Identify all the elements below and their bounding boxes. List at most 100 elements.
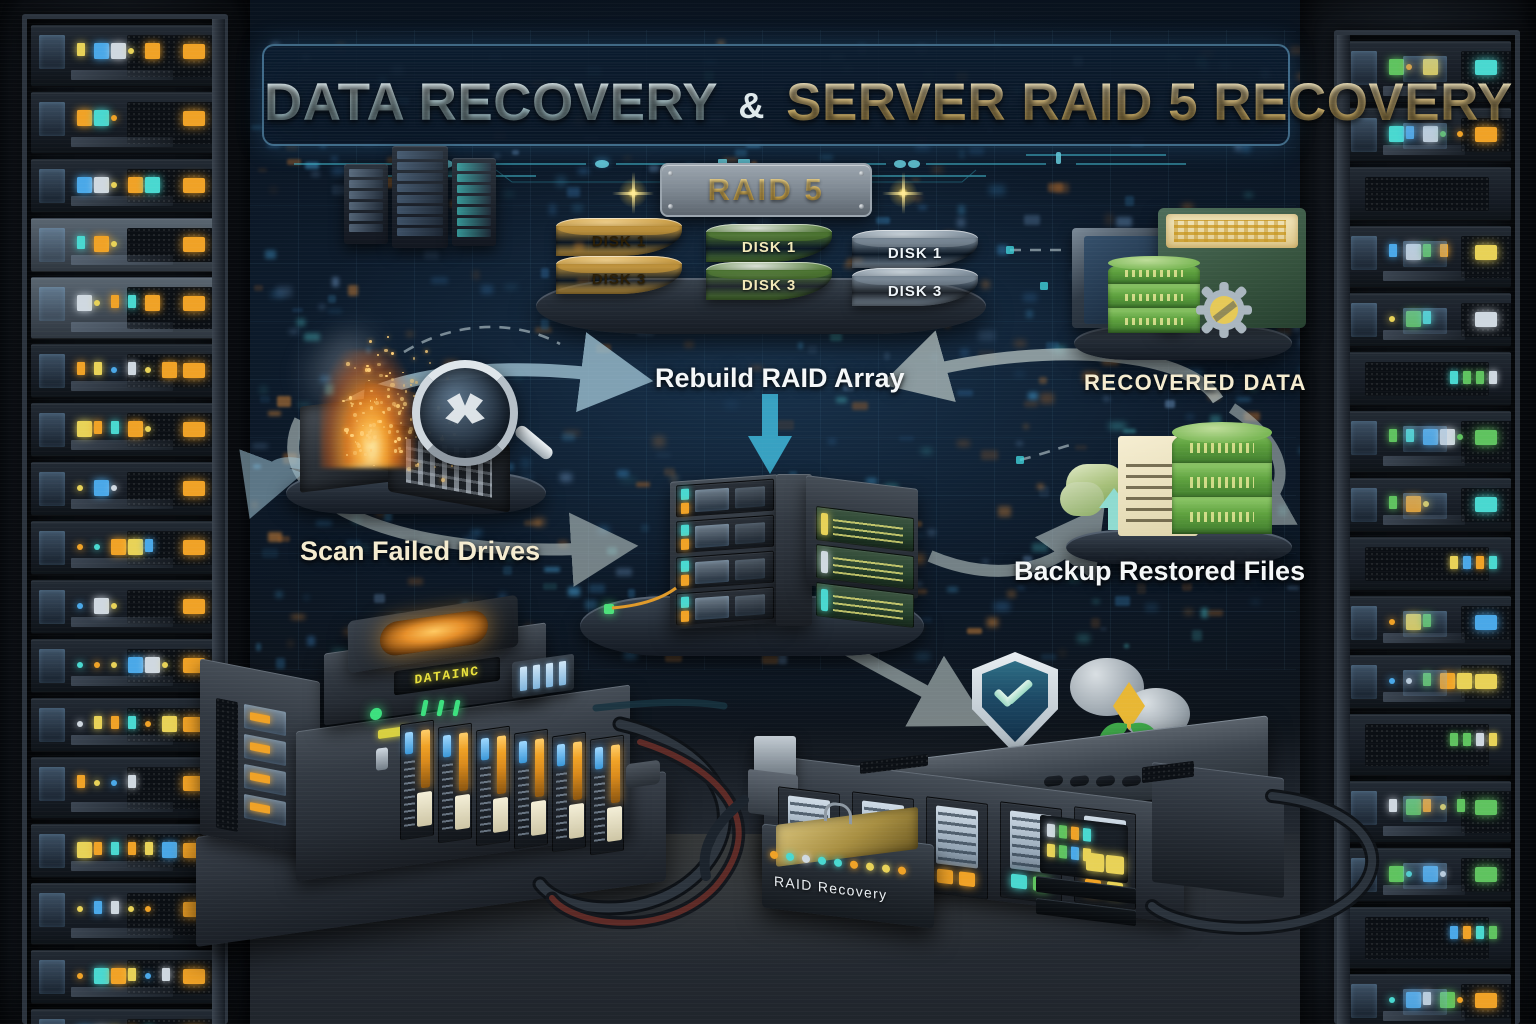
status-led <box>94 780 100 786</box>
rack-bezel-screen <box>39 590 65 624</box>
status-led <box>1475 430 1497 445</box>
bokeh-light <box>1181 582 1193 592</box>
rack-unit <box>1343 907 1511 969</box>
rack-unit <box>1343 226 1511 288</box>
mini-rack-slot <box>457 229 491 237</box>
status-led <box>1475 867 1497 882</box>
bokeh-light <box>684 341 694 348</box>
bokeh-light <box>981 450 999 460</box>
ember-particle <box>451 464 453 467</box>
ember-particle <box>386 388 391 392</box>
status-led <box>1389 866 1404 882</box>
status-led <box>1476 371 1484 384</box>
rack-info-screen <box>1403 493 1447 519</box>
bokeh-light <box>1013 340 1027 348</box>
status-led <box>1440 992 1455 1008</box>
ember-particle <box>342 399 345 403</box>
mini-rack-slot <box>349 213 383 221</box>
ember-particle <box>354 441 357 443</box>
ember-particle <box>397 412 400 415</box>
sparkle-icon <box>612 172 654 214</box>
bokeh-light <box>1105 214 1113 226</box>
status-led <box>1450 556 1458 569</box>
status-led <box>1406 429 1414 442</box>
bay-blue-led <box>519 740 527 764</box>
sparkle-icon <box>882 172 924 214</box>
bokeh-light <box>267 411 281 416</box>
rack-bezel-screen <box>1351 118 1377 152</box>
status-led <box>1423 614 1431 627</box>
ember-particle <box>346 362 350 366</box>
bokeh-light <box>1290 101 1306 107</box>
bay-blue-led <box>481 737 489 761</box>
bokeh-light <box>253 463 262 469</box>
bokeh-light <box>332 185 349 195</box>
rack-units-right <box>1337 35 1515 1024</box>
status-led <box>1450 733 1458 746</box>
bokeh-light <box>254 284 264 291</box>
bay-led-column <box>497 735 506 795</box>
mini-rack-slot <box>397 162 443 170</box>
bokeh-light <box>723 158 739 163</box>
bay-label-panel <box>417 790 432 827</box>
status-led <box>77 421 92 437</box>
status-led <box>1475 60 1497 75</box>
status-led <box>111 662 117 668</box>
ember-particle <box>369 339 372 343</box>
disk-label: DISK 1 <box>741 239 797 256</box>
bokeh-light <box>1241 141 1250 153</box>
bokeh-light <box>1038 486 1050 497</box>
status-led <box>94 968 109 984</box>
disk-platter: DISK 3 <box>706 262 832 304</box>
rack-info-screen <box>1403 670 1447 696</box>
status-led <box>94 177 109 193</box>
status-led <box>111 968 126 984</box>
database-segment-rows <box>1190 511 1254 523</box>
bokeh-light <box>619 477 636 484</box>
raid5-plaque-label: RAID 5 <box>662 165 870 215</box>
bokeh-light <box>330 156 339 162</box>
ember-particle <box>369 429 373 432</box>
title-part-two: SERVER RAID 5 RECOVERY <box>786 73 1513 132</box>
status-led <box>128 775 136 788</box>
rack-vent-mesh <box>127 1019 213 1024</box>
ember-particle <box>415 463 419 468</box>
mini-rack-slot <box>349 169 383 177</box>
portable-device-led <box>786 852 794 862</box>
blue-indicator-bar <box>559 660 566 686</box>
status-led <box>1389 316 1395 322</box>
status-led <box>128 968 136 981</box>
rack-panel-strip <box>1383 145 1465 155</box>
ember-particle <box>409 427 413 431</box>
bokeh-light <box>408 578 423 586</box>
status-led <box>77 362 85 375</box>
rack-unit <box>31 639 219 693</box>
bokeh-light <box>303 593 310 601</box>
drive-bay <box>400 719 434 841</box>
bokeh-light <box>423 250 440 260</box>
status-led <box>94 480 109 496</box>
disk-label: DISK 3 <box>887 283 943 300</box>
server-panel-display-rows <box>1174 220 1286 242</box>
ember-particle <box>356 420 359 423</box>
bokeh-light <box>968 147 985 156</box>
status-led <box>1423 673 1431 686</box>
rack-bezel-screen <box>1351 488 1377 522</box>
bokeh-light <box>430 277 448 285</box>
bay-info-rows <box>556 769 567 839</box>
bokeh-light <box>1209 415 1222 426</box>
status-led <box>183 296 205 311</box>
bay-blue-led <box>443 734 451 758</box>
rack-bezel-screen <box>39 228 65 262</box>
status-led <box>1457 997 1463 1003</box>
bokeh-light <box>994 601 1010 612</box>
status-led <box>128 539 143 555</box>
rack-unit <box>31 1009 219 1024</box>
bokeh-light <box>297 319 306 326</box>
ember-particle <box>386 395 390 399</box>
ember-particle <box>348 396 353 400</box>
rack-panel-strip <box>1383 515 1465 525</box>
status-led <box>1440 673 1455 689</box>
plaque-screw <box>859 204 864 209</box>
